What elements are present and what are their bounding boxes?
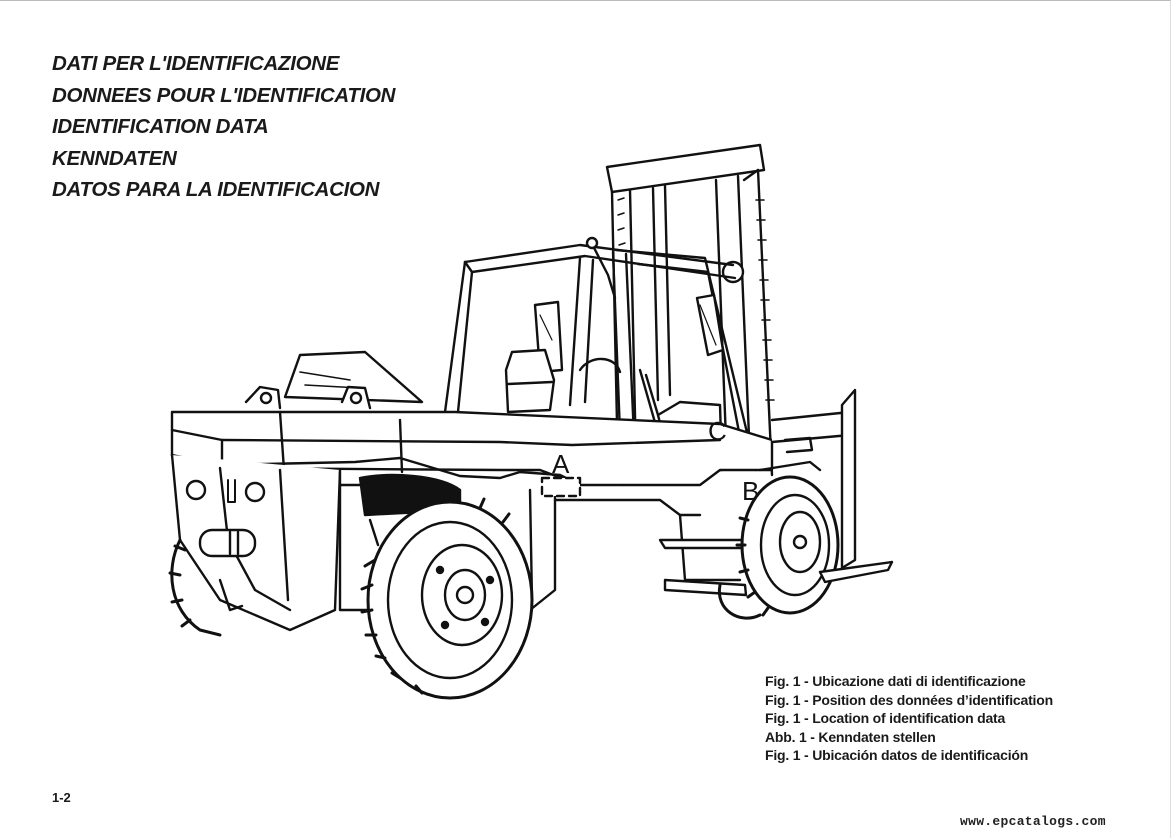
- figure-captions: Fig. 1 - Ubicazione dati di identificazi…: [765, 672, 1053, 765]
- caption-english: Fig. 1 - Location of identification data: [765, 710, 1006, 727]
- marker-a: A: [552, 449, 570, 479]
- marker-a-outline: [540, 476, 582, 498]
- marker-c: C: [708, 416, 727, 446]
- title-english: IDENTIFICATION DATA: [52, 115, 269, 138]
- watermark: www.epcatalogs.com: [960, 814, 1106, 829]
- title-german: KENNDATEN: [52, 146, 177, 170]
- left-rear-wheel: [168, 538, 222, 637]
- caption-italian: Fig. 1 - Ubicazione dati di identificazi…: [765, 673, 1026, 689]
- counterweight-top: [244, 350, 424, 410]
- title-block: DATI PER L'IDENTIFICAZIONE DONNEES POUR …: [52, 48, 395, 206]
- front-wheel: [717, 475, 840, 620]
- page-number: 1-2: [52, 790, 71, 805]
- title-spanish: DATOS PARA LA IDENTIFICACION: [52, 178, 380, 201]
- caption-german: Abb. 1 - Kenndaten stellen: [765, 728, 936, 745]
- forklift-icon: A B C: [168, 143, 894, 700]
- title-french: DONNEES POUR L'IDENTIFICATION: [52, 83, 396, 107]
- rear-wheel: [360, 490, 534, 700]
- title-italian: DATI PER L'IDENTIFICAZIONE: [52, 52, 340, 75]
- forks: [758, 388, 894, 584]
- marker-b: B: [742, 476, 759, 506]
- caption-french: Fig. 1 - Position des données d’identifi…: [765, 691, 1053, 708]
- forklift-illustration: A B C: [160, 140, 900, 700]
- overhead-guard: [443, 236, 758, 487]
- caption-spanish: Fig. 1 - Ubicación datos de identificaci…: [765, 747, 1029, 764]
